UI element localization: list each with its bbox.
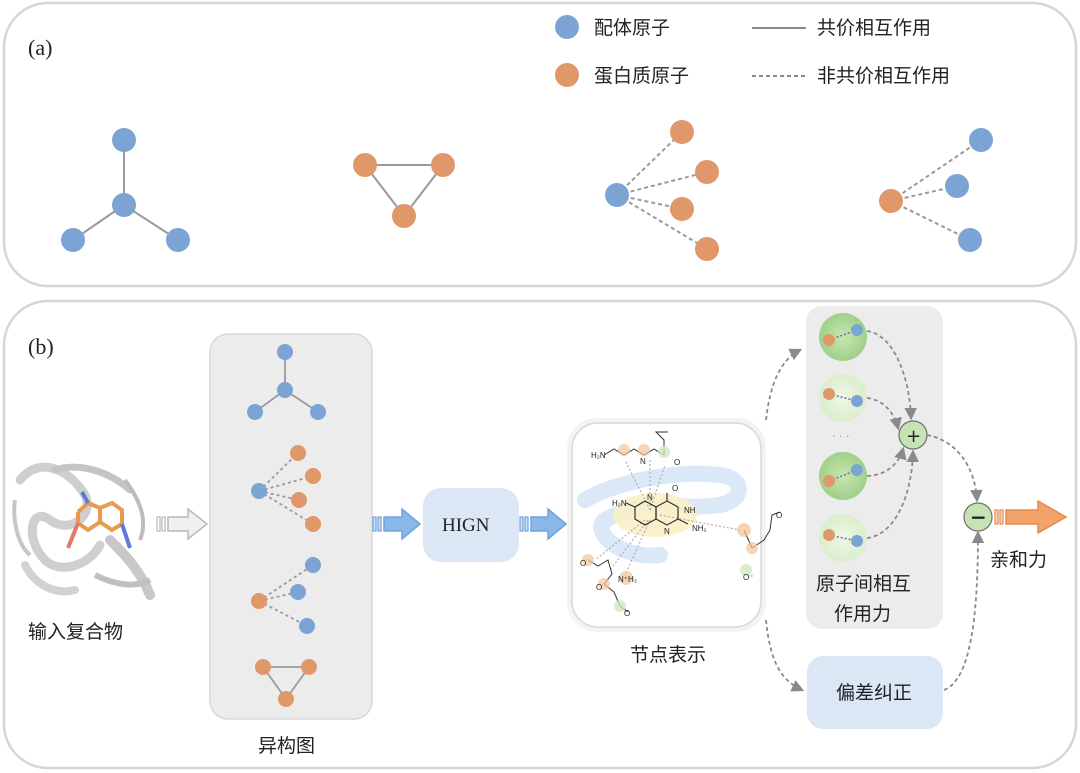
hetero-graph-ligand xyxy=(247,344,326,420)
panel-a-frame xyxy=(2,1,1078,288)
legend-ligand-label: 配体原子 xyxy=(594,17,670,39)
affinity-label: 亲和力 xyxy=(990,549,1047,571)
hetero-graph-protein-ligand xyxy=(251,557,321,634)
legend-covalent-label: 共价相互作用 xyxy=(817,17,931,39)
mol-label: O xyxy=(674,458,680,467)
mol-label: N xyxy=(640,457,646,466)
mol-label: O xyxy=(672,484,678,493)
arrow-to-affinity xyxy=(994,499,1068,535)
input-complex-label: 输入复合物 xyxy=(28,621,123,643)
bias-correction-label: 偏差纠正 xyxy=(836,682,912,704)
atom-force-label-line1: 原子间相互 xyxy=(816,573,911,595)
ligand-atom xyxy=(112,128,136,152)
mol-label: O xyxy=(624,609,630,618)
sum-symbol: + xyxy=(906,426,921,447)
mol-label: O xyxy=(776,511,782,520)
mol-label: N xyxy=(647,493,653,502)
hetero-graph-label: 异构图 xyxy=(258,735,315,757)
atom-force-label-line2: 作用力 xyxy=(834,603,891,625)
mol-label: O xyxy=(580,559,586,568)
pair-interaction-2 xyxy=(819,374,867,422)
mol-label: O xyxy=(596,583,602,592)
pair-interaction-1 xyxy=(819,313,867,361)
legend-noncovalent-label: 非共价相互作用 xyxy=(817,65,950,87)
mol-label: H₂N xyxy=(612,499,627,508)
protein-atom xyxy=(353,153,377,177)
protein-atom xyxy=(695,237,719,261)
node-representation-box: H₂N N O NH NH₂ N N H₂N O O O⁻ O O N⁺H₃ O xyxy=(567,418,782,632)
mol-label: H₂N xyxy=(591,451,606,460)
graph-protein-to-ligand xyxy=(879,128,993,252)
protein-atom xyxy=(670,120,694,144)
hign-label: HIGN xyxy=(442,515,490,536)
hetero-graph-protein xyxy=(255,659,317,707)
ellipsis: · · · xyxy=(832,430,849,443)
ligand-atom xyxy=(605,183,629,207)
ligand-atom xyxy=(112,193,136,217)
flow-connectors xyxy=(765,330,985,692)
legend-ligand-dot xyxy=(555,15,579,39)
legend-protein-label: 蛋白质原子 xyxy=(594,65,689,87)
ligand-atom xyxy=(969,128,993,152)
protein-atom xyxy=(392,204,416,228)
ligand-atom xyxy=(945,174,969,198)
hign-box xyxy=(423,488,519,562)
ligand-atom xyxy=(958,228,982,252)
mol-label: N⁺H₃ xyxy=(618,575,637,584)
panel-b-label: (b) xyxy=(28,334,54,359)
mol-label: NH₂ xyxy=(692,524,707,533)
node-repr-label: 节点表示 xyxy=(630,644,706,666)
hetero-graph-ligand-protein xyxy=(251,445,321,532)
bias-correction-box xyxy=(807,656,943,729)
graph-ligand-covalent xyxy=(61,128,190,252)
ligand-atom xyxy=(166,228,190,252)
protein-complex-image xyxy=(12,462,155,600)
ligand-atom xyxy=(61,228,85,252)
arrow-to-node-repr xyxy=(519,507,568,541)
protein-atom xyxy=(879,189,903,213)
graph-protein-covalent xyxy=(353,153,455,228)
hetero-graph-box xyxy=(209,333,373,720)
subtract-symbol: − xyxy=(970,505,987,529)
legend-protein-dot xyxy=(555,63,579,87)
pair-interaction-3 xyxy=(819,452,867,500)
protein-atom xyxy=(695,160,719,184)
arrow-to-hign xyxy=(372,507,422,541)
arrow-to-graph xyxy=(156,507,209,541)
protein-atom xyxy=(670,197,694,221)
mol-label: NH xyxy=(684,506,696,515)
protein-atom xyxy=(431,153,455,177)
mol-label: O⁻ xyxy=(743,573,753,582)
graph-ligand-to-protein xyxy=(605,120,719,261)
panel-a-label: (a) xyxy=(28,35,52,60)
pair-interaction-4 xyxy=(819,514,867,562)
mol-label: N xyxy=(664,527,670,536)
